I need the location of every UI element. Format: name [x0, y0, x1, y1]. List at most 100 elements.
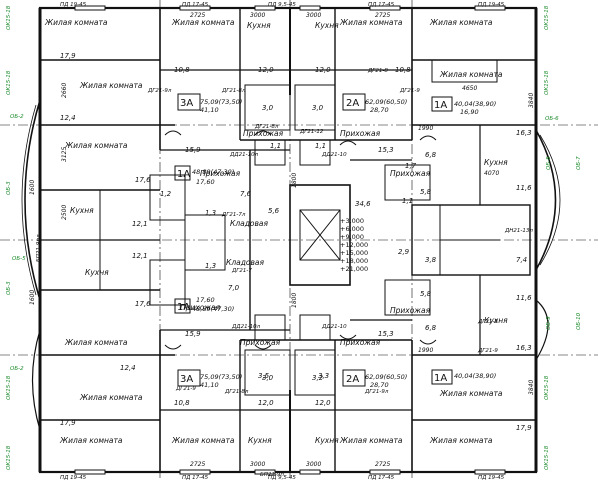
window-mark: ПД 19-45: [60, 475, 87, 480]
window-mark: ПД 19-45: [478, 2, 505, 8]
apartment-living-area: 41,10: [200, 106, 219, 114]
window-tag: ОК15-18: [544, 5, 550, 30]
door-mark: БП21-9п: [260, 472, 284, 478]
dimension: 3125: [61, 147, 68, 162]
room-living: Жилая комната: [171, 436, 235, 445]
area-value: 12,1: [132, 220, 148, 228]
window-tag: ОБ-8: [546, 156, 552, 170]
level-mark: +3,000: [340, 217, 364, 225]
window-mark: ПД 17-45: [368, 475, 395, 480]
door-mark: ДГ21-12: [299, 129, 324, 135]
area-value: 11,6: [516, 184, 532, 192]
window-mark: ПД 17-45: [182, 2, 209, 8]
apartment-area: 62,09(60,50): [365, 98, 407, 106]
door-mark: ДД21-10л: [229, 152, 259, 158]
area-value: 16,3: [516, 129, 532, 137]
dimension: 3000: [250, 12, 265, 19]
window-mark: ПД 17-45: [368, 2, 395, 8]
level-mark: +6,000: [340, 225, 364, 233]
dimension: 1800: [291, 293, 298, 308]
window-tag: ОБ-10: [576, 312, 582, 330]
window-mark: ПД 17-45: [182, 475, 209, 480]
apartment-code: 1А: [434, 373, 447, 384]
area-value: 7,0: [228, 284, 240, 292]
area-value: 12,0: [258, 399, 274, 407]
door-mark: ДГ21-7л: [221, 212, 246, 218]
door-mark: ДД21-10: [321, 152, 347, 158]
door-mark: ДГ21-8: [367, 68, 388, 74]
area-value: 12,0: [258, 66, 274, 74]
window-tag: ОБ-6: [545, 116, 559, 122]
room-living: Жилая комната: [171, 18, 235, 27]
window-tags: ОК15-18 ОК15-18 ОБ-2 ОБ-3 ОБ-3 ОБ-2 ОК15…: [6, 5, 582, 470]
door-mark: ДГ21-9л: [364, 389, 389, 395]
area-value: 10,8: [174, 66, 190, 74]
window-tag: ОБ-7: [576, 156, 582, 170]
dimension: 1800: [291, 173, 298, 188]
area-value: 12,4: [120, 364, 136, 372]
window-tag: ОБ-3: [6, 181, 12, 195]
dimension: 3000: [306, 12, 321, 19]
dimension: 3840: [528, 93, 535, 108]
window-tag: ОК15-18: [6, 70, 12, 95]
dimension: 2660: [61, 83, 68, 98]
room-living: Жилая комната: [79, 81, 143, 90]
area-value: 10,8: [174, 399, 190, 407]
room-living: Жилая комната: [44, 18, 108, 27]
area-value: 5,6: [268, 207, 280, 215]
apartment-code: 1А: [177, 169, 190, 180]
area-value: 7,4: [516, 256, 527, 264]
area-value: 17,9: [516, 424, 532, 432]
apartment-code: 3А: [180, 98, 193, 109]
apartment-living-area: 17,60: [196, 178, 215, 186]
area-value: 15,3: [378, 146, 394, 154]
apartment-code: 3А: [180, 374, 193, 385]
room-areas: 17,9 12,4 17,6 12,1 12,1 17,6 12,4 17,9 …: [60, 52, 532, 432]
room-living: Жилая комната: [439, 70, 503, 79]
room-kitchen: Кухня: [315, 436, 339, 445]
door-mark: ДГ21-9: [399, 88, 420, 94]
room-living: Жилая комната: [439, 389, 503, 398]
window-tag: ОК15-18: [544, 375, 550, 400]
area-value: 16,3: [516, 344, 532, 352]
apartment-code: 1А: [434, 100, 447, 111]
area-value: 12,0: [315, 66, 331, 74]
area-value: 12,4: [60, 114, 76, 122]
window-tag: ОБ-9: [546, 316, 552, 330]
area-value: 1,1: [402, 197, 413, 205]
room-hall: Прихожая: [240, 338, 281, 347]
area-value: 3,0: [312, 104, 324, 112]
area-value: 15,9: [185, 146, 201, 154]
door-mark: ДГ21-8л: [254, 124, 279, 130]
room-living: Жилая комната: [429, 18, 493, 27]
dimension: 2725: [375, 12, 390, 19]
apartment-code: 2А: [346, 98, 359, 109]
apartment-area: 48,89(47,30): [192, 305, 234, 313]
room-living: Жилая комната: [64, 338, 128, 347]
area-value: 1,2: [160, 190, 172, 198]
area-value: 1,3: [205, 262, 216, 270]
dimension: 1990: [418, 347, 433, 354]
area-value: 3,3: [318, 372, 329, 380]
room-hall: Прихожая: [243, 129, 284, 138]
area-value: 1,1: [270, 142, 281, 150]
room-kitchen: Кухня: [315, 21, 339, 30]
door-mark: ДГ21-7: [231, 268, 252, 274]
room-living: Жилая комната: [339, 436, 403, 445]
area-value: 1,7: [405, 162, 417, 170]
room-hall: Прихожая: [340, 129, 381, 138]
room-living: Жилая комната: [339, 18, 403, 27]
window-mark: ПД 19-45: [478, 475, 505, 480]
area-value: 7,6: [240, 190, 252, 198]
area-value: 1,3: [205, 209, 216, 217]
dimension: 2500: [61, 205, 68, 220]
dimension: 3000: [306, 461, 321, 468]
door-marks: ПД 19-45 ПД 17-45 ПД 9,5-45 ПД 17-45 ПД …: [36, 2, 533, 480]
area-value: 17,6: [135, 176, 151, 184]
room-hall: Прихожая: [390, 169, 431, 178]
window-tag: ОК15-18: [6, 445, 12, 470]
door-mark: ДГ21-8: [477, 319, 498, 325]
apartment-area: 40,04(38,90): [454, 100, 496, 108]
apartment-living-area: 28,70: [370, 381, 389, 389]
